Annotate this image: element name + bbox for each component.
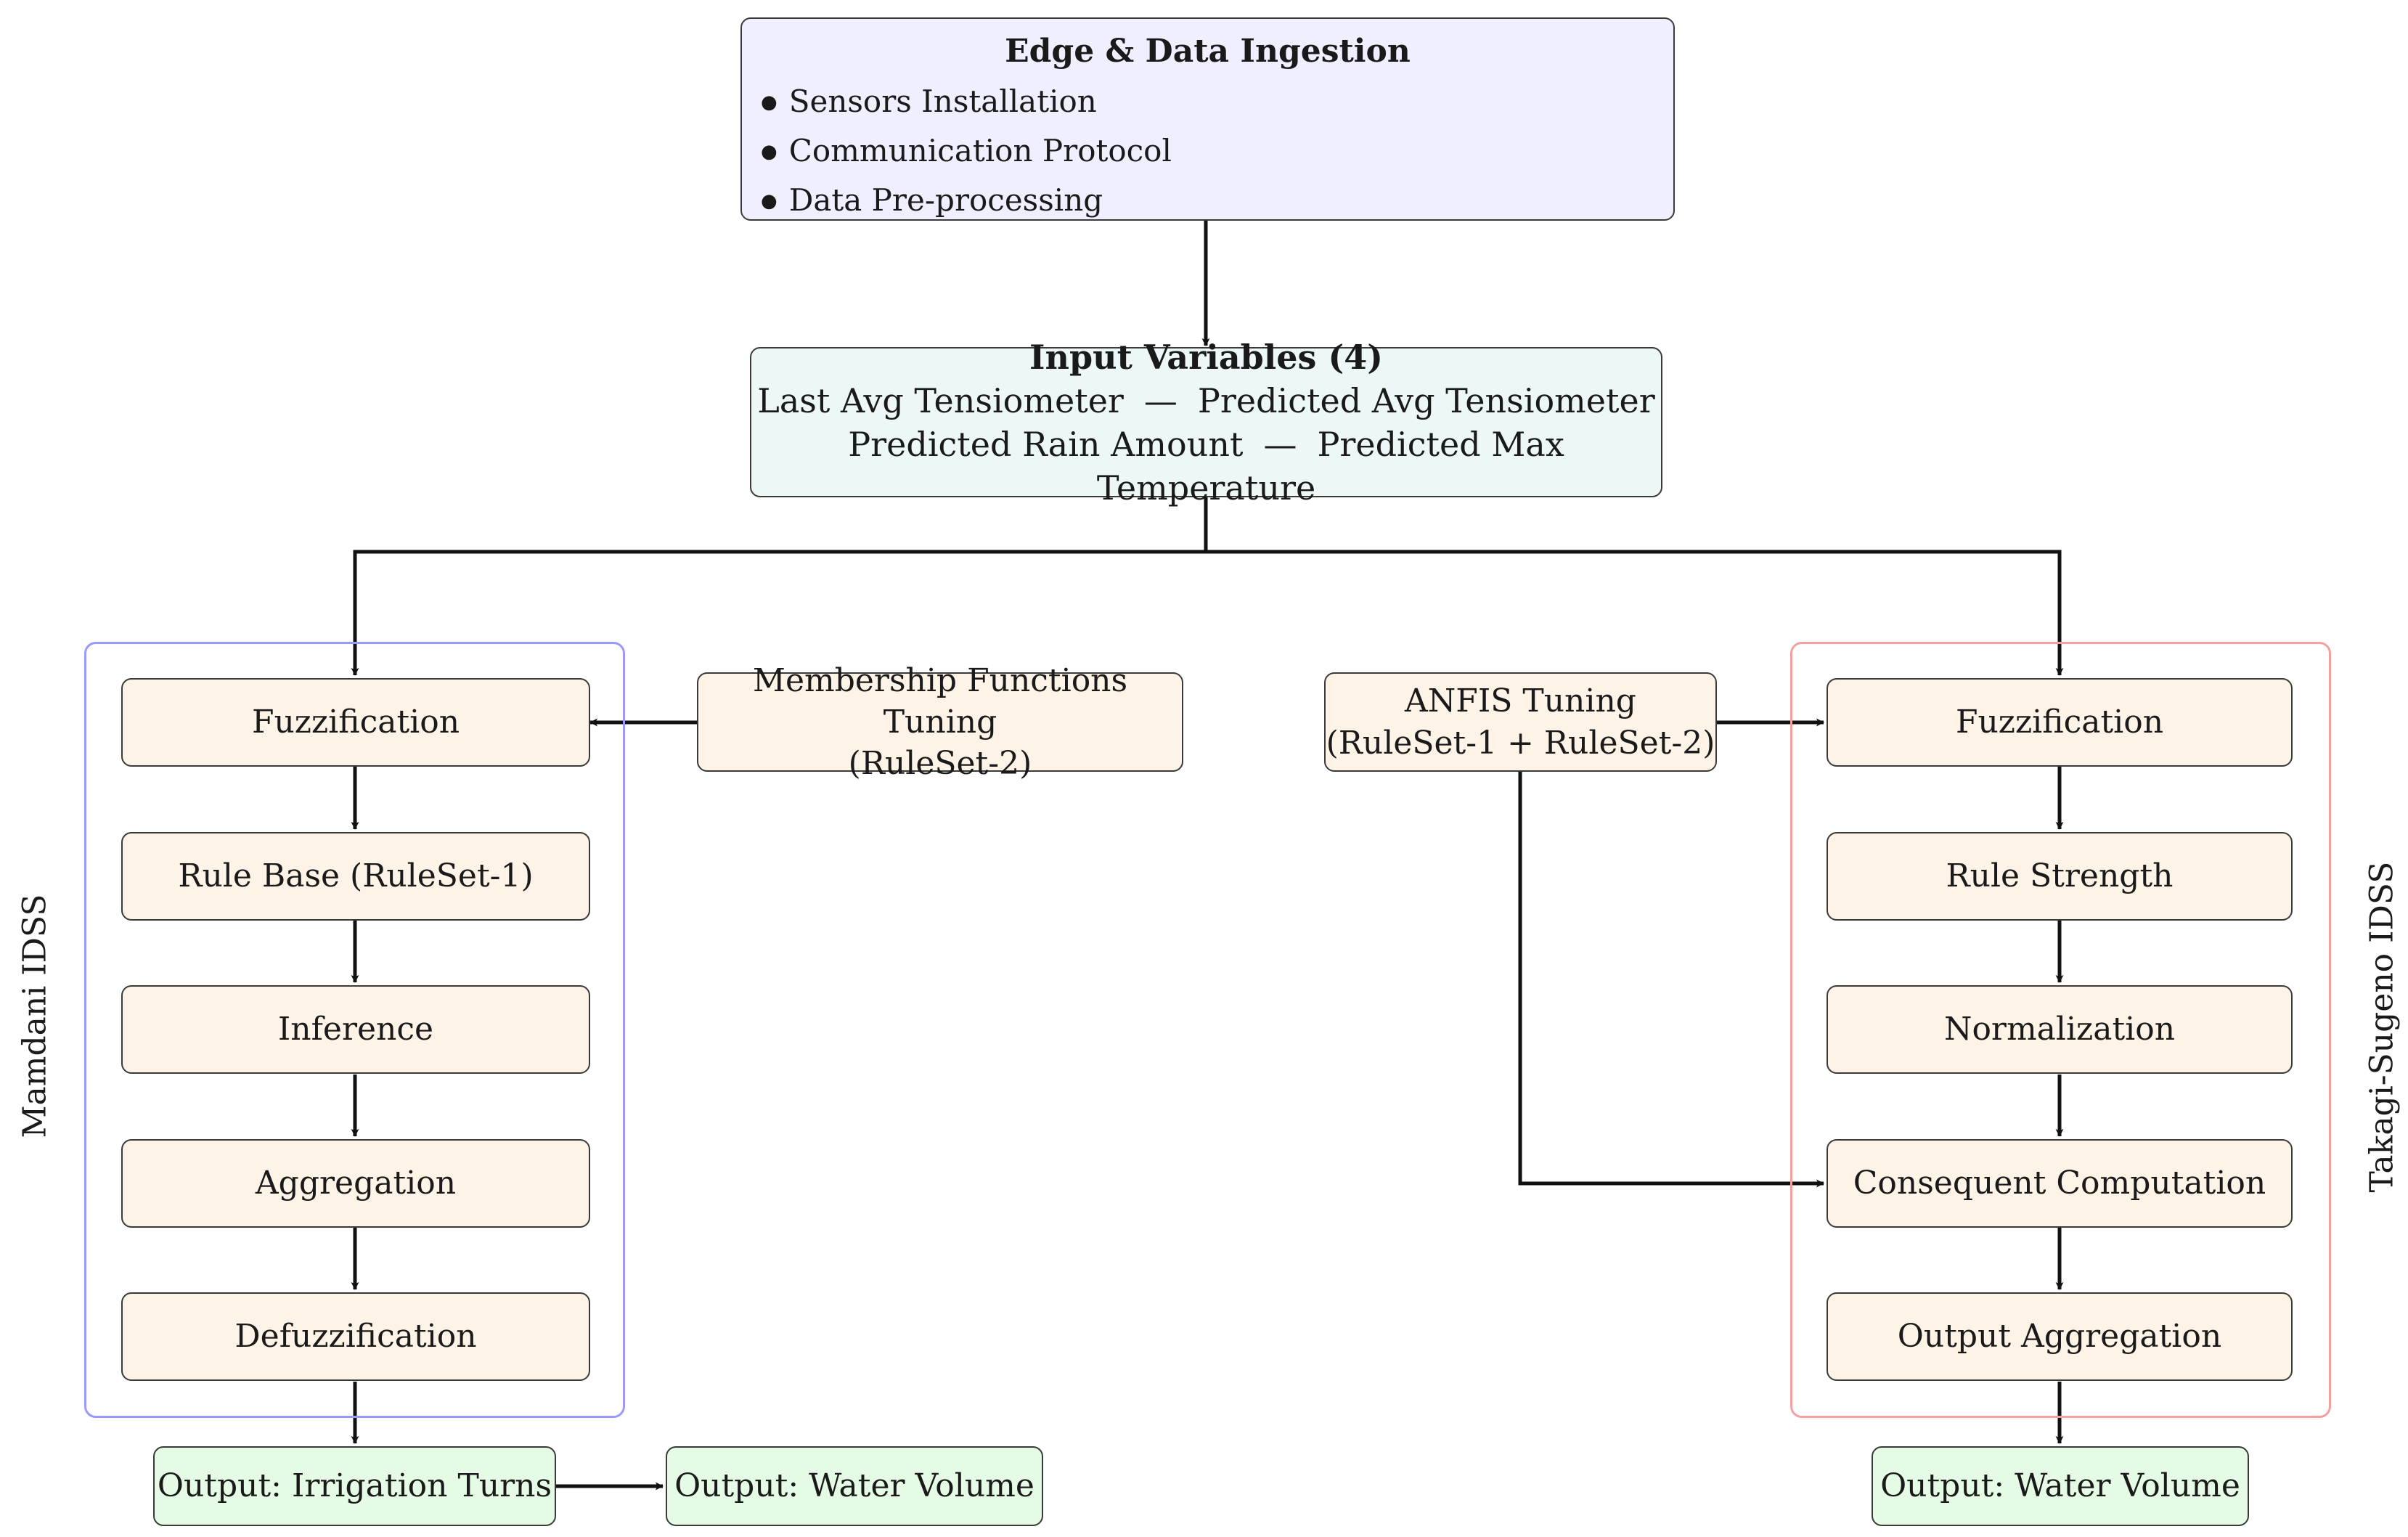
mamdani-label: Mamdani IDSS	[16, 894, 54, 1138]
input-variables-row: Predicted Rain Amount —Predicted Max Temp…	[751, 423, 1661, 510]
edge-ingestion-title: Edge & Data Ingestion	[1005, 33, 1411, 70]
sugeno-step-fuzzification: Fuzzification	[1827, 678, 2293, 767]
box-label: Normalization	[1943, 1011, 2176, 1048]
mf-tuning-box: Membership Functions Tuning (RuleSet-2)	[697, 662, 1183, 782]
sugeno-step-normalization: Normalization	[1827, 985, 2293, 1074]
anfis-tuning-line2: (RuleSet-1 + RuleSet-2)	[1326, 724, 1715, 762]
box-label: Output: Water Volume	[1880, 1467, 2240, 1505]
mamdani-step-aggregation: Aggregation	[121, 1139, 590, 1228]
separator: —	[1143, 380, 1178, 420]
box-label: Output: Water Volume	[674, 1467, 1034, 1505]
input-variable: Predicted Rain Amount	[848, 424, 1244, 464]
mamdani-step-defuzzification: Defuzzification	[121, 1292, 590, 1381]
anfis-tuning-line1: ANFIS Tuning	[1405, 682, 1636, 720]
input-variables-box: Input Variables (4) Last Avg Tensiometer…	[750, 338, 1662, 507]
output-irrigation-turns: Output: Irrigation Turns	[153, 1446, 556, 1526]
mamdani-step-inference: Inference	[121, 985, 590, 1074]
box-label: Fuzzification	[1955, 704, 2164, 741]
sugeno-label: Takagi-Sugeno IDSS	[2363, 861, 2401, 1193]
sugeno-step-consequent: Consequent Computation	[1827, 1139, 2293, 1228]
mamdani-step-fuzzification: Fuzzification	[121, 678, 590, 767]
input-variable: Predicted Avg Tensiometer	[1197, 380, 1655, 420]
input-variables-row: Last Avg Tensiometer — Predicted Avg Tensi…	[757, 379, 1654, 423]
edge-ingestion-box: Edge & Data Ingestion Sensors Installati…	[740, 17, 1675, 221]
box-label: Rule Base (RuleSet-1)	[178, 857, 534, 895]
edge-item: Sensors Installation	[761, 79, 1654, 129]
input-variables-title: Input Variables (4)	[1029, 337, 1383, 377]
inputs-to-sugeno-arrow	[1206, 550, 2064, 676]
mf-tuning-line1: Membership Functions Tuning	[752, 661, 1128, 741]
box-label: Defuzzification	[234, 1318, 477, 1355]
separator: —	[1263, 424, 1297, 464]
box-label: Consequent Computation	[1853, 1165, 2266, 1202]
mamdani-frame	[84, 642, 625, 1418]
anfis-tuning-box: ANFIS Tuning (RuleSet-1 + RuleSet-2)	[1324, 672, 1717, 772]
edge-item: Communication Protocol	[761, 129, 1654, 178]
edge-ingestion-list: Sensors Installation Communication Proto…	[761, 79, 1654, 227]
anfis-to-consequent-arrow	[1518, 772, 1824, 1188]
box-label: Fuzzification	[251, 704, 460, 741]
mamdani-step-rule-base: Rule Base (RuleSet-1)	[121, 832, 590, 921]
sugeno-step-output-aggregation: Output Aggregation	[1827, 1292, 2293, 1381]
edge-item: Data Pre-processing	[761, 178, 1654, 227]
box-label: Inference	[277, 1011, 434, 1048]
box-label: Rule Strength	[1946, 857, 2174, 895]
box-label: Aggregation	[255, 1165, 457, 1202]
mf-tuning-line2: (RuleSet-2)	[848, 745, 1032, 783]
sugeno-frame	[1790, 642, 2331, 1418]
box-label: Output: Irrigation Turns	[157, 1467, 552, 1505]
box-label: Output Aggregation	[1897, 1318, 2222, 1355]
inputs-to-mamdani-arrow	[351, 497, 1208, 676]
output-water-volume-sugeno: Output: Water Volume	[1872, 1446, 2249, 1526]
input-variable: Predicted Max Temperature	[1096, 424, 1564, 507]
output-water-volume-mamdani: Output: Water Volume	[666, 1446, 1043, 1526]
input-variable: Last Avg Tensiometer	[757, 380, 1124, 420]
sugeno-step-rule-strength: Rule Strength	[1827, 832, 2293, 921]
